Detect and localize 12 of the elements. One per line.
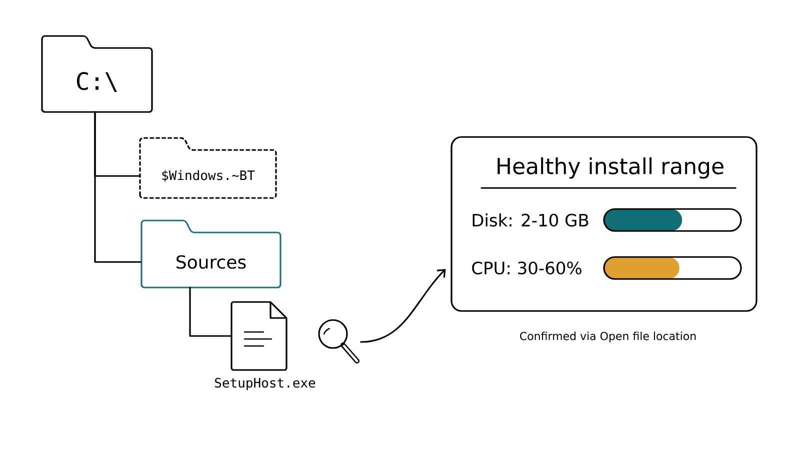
- label: Disk: 2-10 GB: [472, 213, 588, 227]
- magnifier-icon: [318, 319, 360, 364]
- folder: Sources: [140, 220, 282, 288]
- folder: C:\: [41, 35, 153, 113]
- connector-line: [189, 286, 232, 337]
- file-name: SetupHost.exe: [215, 378, 316, 390]
- arrow: [360, 269, 446, 343]
- folder: $Windows.~BT: [139, 137, 277, 199]
- caption: Confirmed via Open file location: [520, 332, 696, 342]
- document-icon: [230, 301, 288, 371]
- connector-line: [94, 111, 142, 263]
- label: CPU: 30-60%: [472, 262, 582, 274]
